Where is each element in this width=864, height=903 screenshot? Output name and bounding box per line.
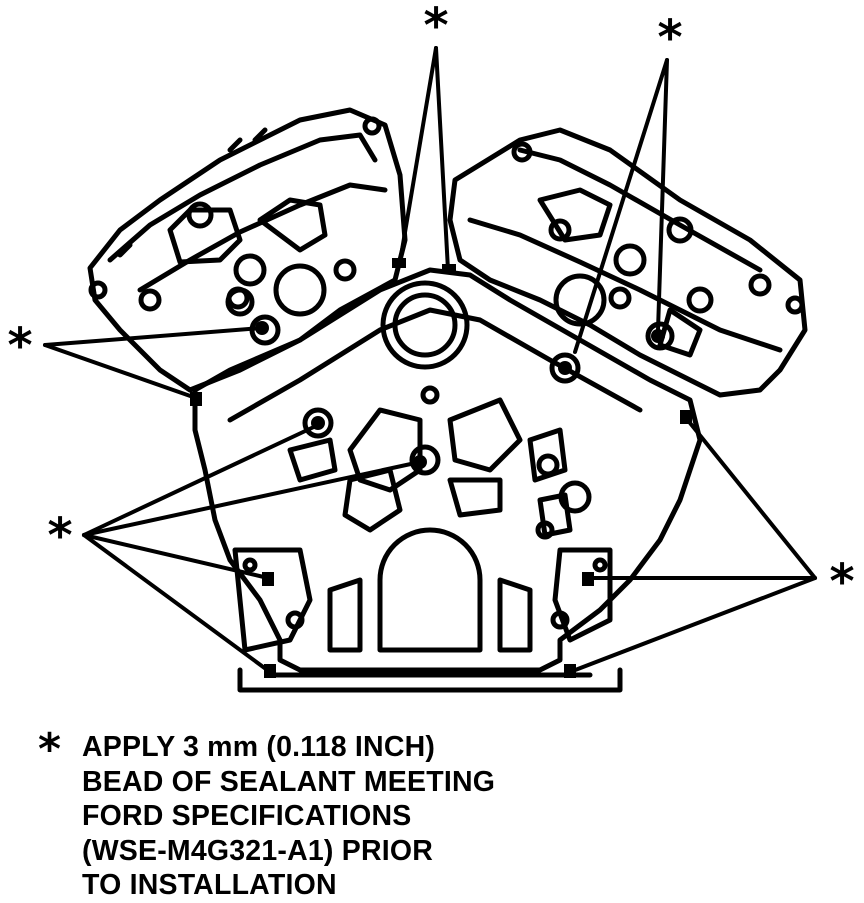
sealant-point — [190, 392, 202, 406]
sealant-point — [680, 410, 692, 424]
sealant-point — [264, 664, 276, 678]
sealant-point — [392, 258, 406, 268]
note-line-2: BEAD OF SEALANT MEETING — [82, 765, 496, 798]
note-line-5: TO INSTALLATION — [82, 869, 337, 901]
note-line-3: FORD SPECIFICATIONS — [82, 800, 412, 832]
sealant-point — [262, 572, 274, 586]
right-cylinder-head — [447, 127, 808, 398]
note-text: APPLY 3 mm (0.118 INCH) BEAD OF SEALANT … — [82, 730, 495, 903]
callout-asterisk-right: * — [829, 554, 854, 610]
sealant-point — [564, 664, 576, 678]
sealant-point — [413, 455, 427, 469]
callout-leader-lines — [43, 46, 817, 674]
note-line-1: APPLY 3 mm (0.118 INCH) — [82, 731, 436, 763]
note-asterisk: * — [38, 724, 62, 775]
sealant-point — [255, 321, 269, 335]
sealant-point — [558, 361, 572, 375]
callout-asterisk-top-right: * — [657, 10, 682, 66]
callout-asterisk-left-lower: * — [47, 508, 72, 564]
left-cylinder-head — [87, 107, 408, 393]
sealant-point — [311, 416, 325, 430]
sealant-point — [582, 572, 594, 586]
asterisk-callouts: * * * * * — [7, 0, 854, 610]
sealant-point — [651, 329, 665, 343]
note-line-4: (WSE-M4G321-A1) PRIOR — [82, 834, 434, 867]
callout-asterisk-left-upper: * — [7, 318, 32, 374]
front-cover — [192, 267, 703, 693]
sealant-point — [442, 264, 456, 274]
callout-asterisk-top-center: * — [423, 0, 448, 54]
sealant-points — [190, 258, 692, 678]
